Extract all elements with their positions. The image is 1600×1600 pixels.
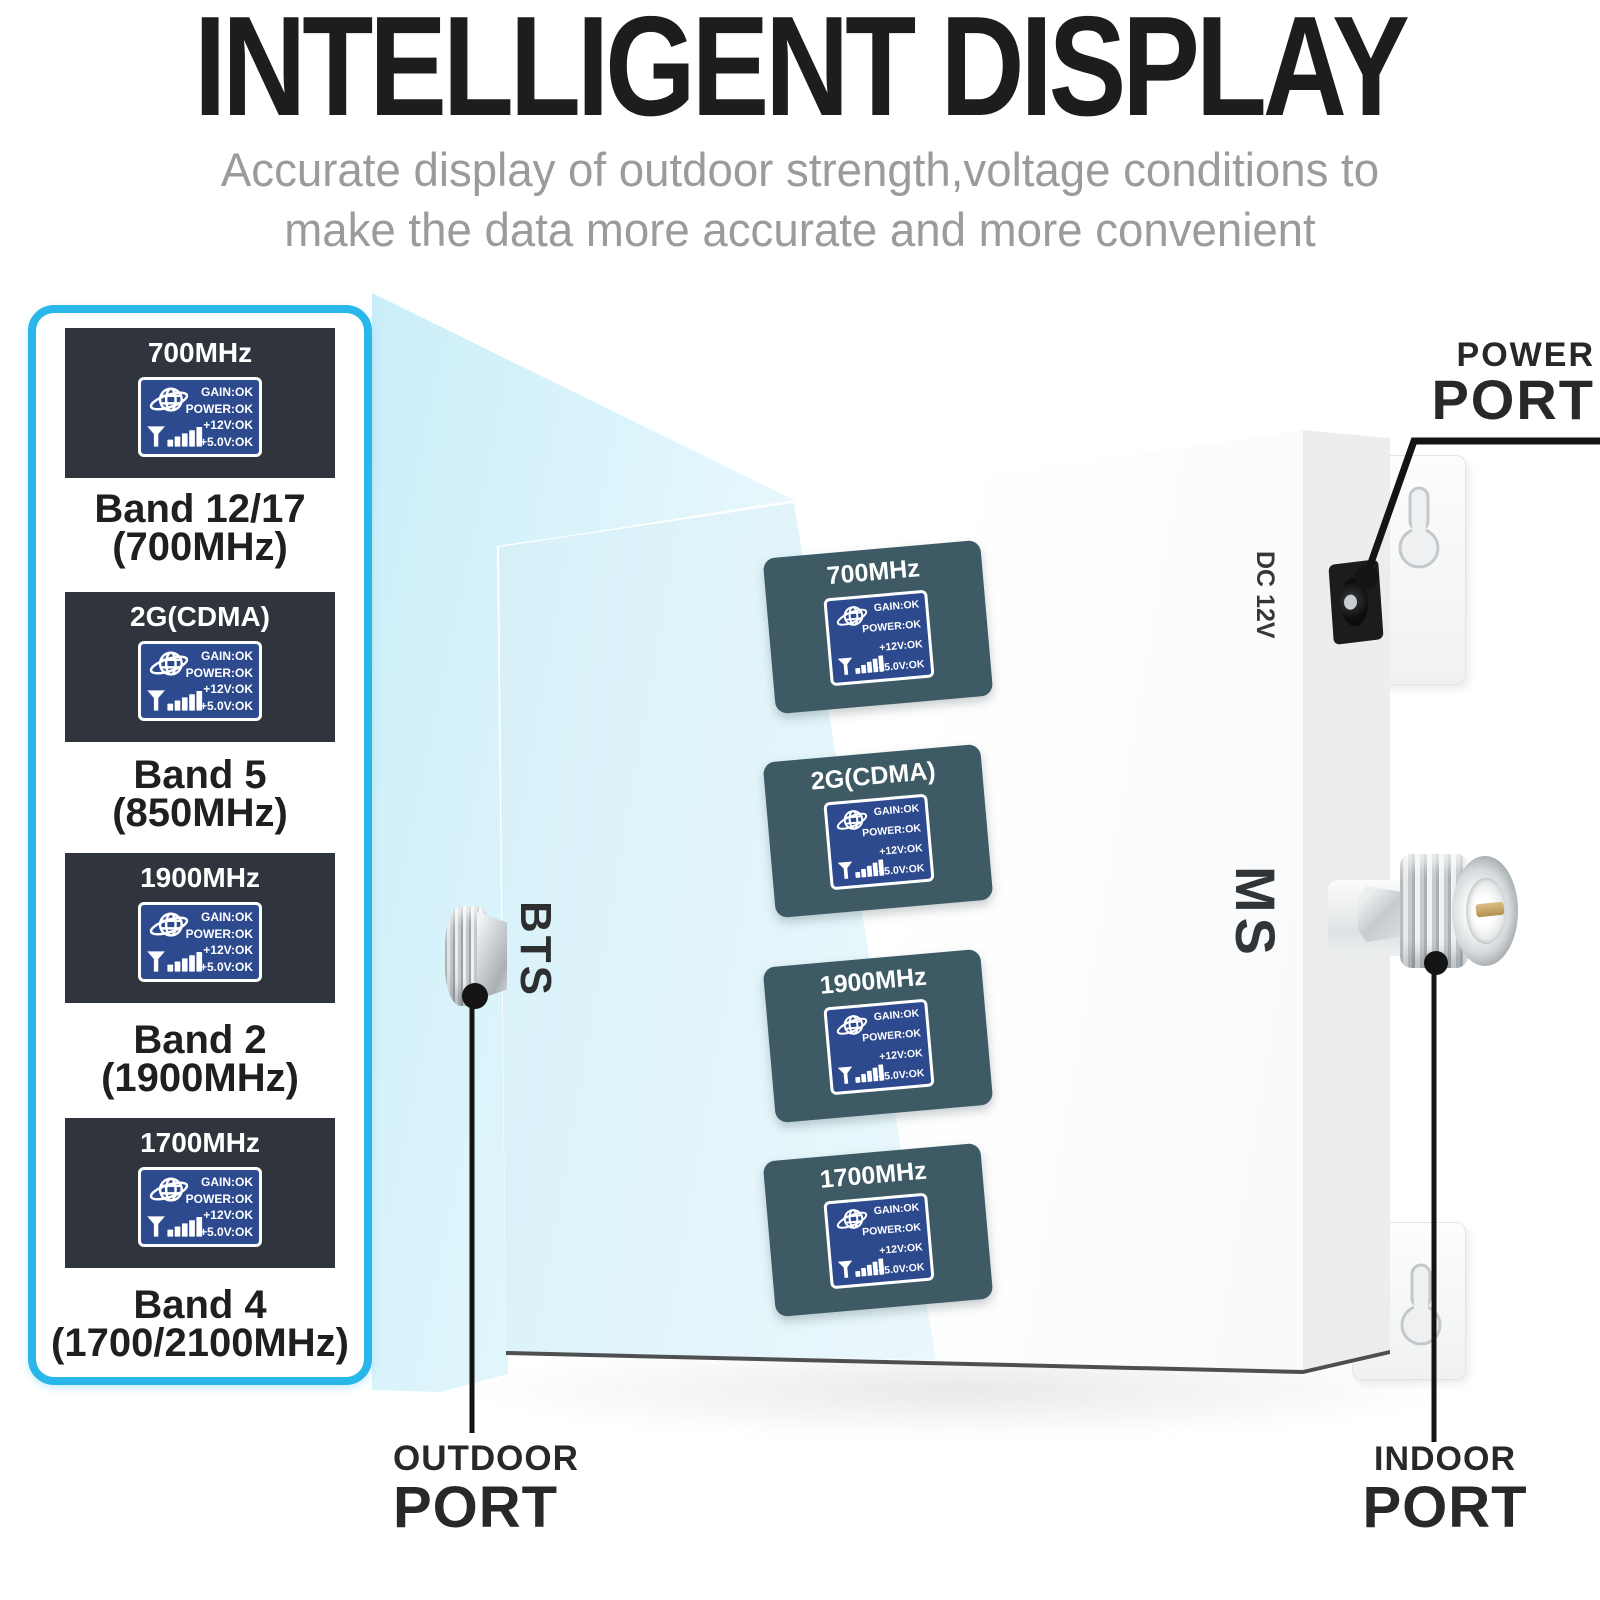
- lcd-status-power: POWER:OK: [861, 822, 922, 840]
- lcd-status-5v: +5.0V:OK: [199, 1224, 253, 1239]
- lcd-status-5v: +5.0V:OK: [199, 959, 253, 974]
- band-label-5: Band 5 (850MHz): [112, 753, 288, 835]
- sidebar-display-1700mhz: 1700MHz GAIN:OK POWER:OK +12V:OK +5.0V:O…: [65, 1118, 335, 1268]
- device-display-1700mhz: 1700MHz GAIN:OK POWER:OK +12V:OK +5.0V:O…: [762, 1142, 994, 1318]
- lcd-status-gain: GAIN:OK: [201, 385, 253, 399]
- sidebar-display-1900mhz: 1900MHz GAIN:OK POWER:OK +12V:OK +5.0V:O…: [65, 853, 335, 1003]
- band-label-4: Band 4 (1700/2100MHz): [51, 1283, 349, 1365]
- device-display-2g-cdma: 2G(CDMA) GAIN:OK POWER:OK +12V:OK +5.0V:…: [762, 743, 994, 919]
- dc-power-jack: [1328, 559, 1384, 645]
- display-freq-label: 2G(CDMA): [809, 756, 937, 796]
- lcd-screen: GAIN:OK POWER:OK +12V:OK +5.0V:OK: [138, 641, 262, 721]
- lcd-status-12v: +12V:OK: [878, 842, 924, 858]
- lcd-screen: GAIN:OK POWER:OK +12V:OK +5.0V:OK: [823, 589, 935, 687]
- lcd-status-gain: GAIN:OK: [873, 802, 920, 819]
- lcd-screen: GAIN:OK POWER:OK +12V:OK +5.0V:OK: [823, 1192, 935, 1290]
- display-freq-label: 1900MHz: [140, 862, 260, 893]
- lcd-status-power: POWER:OK: [861, 1221, 922, 1239]
- lcd-status-12v: +12V:OK: [878, 638, 924, 654]
- lcd-status-gain: GAIN:OK: [873, 1007, 920, 1024]
- mounting-bracket-bottom: [1352, 1222, 1466, 1380]
- lcd-status-power: POWER:OK: [185, 665, 253, 680]
- lcd-status-12v: +12V:OK: [878, 1241, 924, 1257]
- connector-nut: [1358, 886, 1400, 942]
- sidebar-display-2g-cdma: 2G(CDMA) GAIN:OK POWER:OK +12V:OK +5.0V:…: [65, 592, 335, 742]
- ms-port-label: MS: [1224, 866, 1287, 960]
- lcd-screen: GAIN:OK POWER:OK +12V:OK +5.0V:OK: [138, 902, 262, 982]
- lcd-status-5v: +5.0V:OK: [877, 1067, 925, 1084]
- lcd-status-gain: GAIN:OK: [201, 910, 253, 924]
- bts-outdoor-port-connector: [443, 906, 507, 1006]
- lcd-status-12v: +12V:OK: [203, 1208, 253, 1223]
- device-display-700mhz: 700MHz GAIN:OK POWER:OK +12V:OK +5.0V:OK: [762, 539, 994, 715]
- band-label-12-17: Band 12/17 (700MHz): [94, 487, 306, 569]
- lcd-status-5v: +5.0V:OK: [877, 862, 925, 879]
- indoor-port-label: INDOOR PORT: [1362, 1440, 1528, 1540]
- ms-indoor-port-connector: [1328, 850, 1520, 972]
- lcd-status-gain: GAIN:OK: [201, 1175, 253, 1189]
- keyhole-mount-slot-icon: [1399, 1263, 1443, 1347]
- lcd-status-5v: +5.0V:OK: [877, 658, 925, 675]
- lcd-screen: GAIN:OK POWER:OK +12V:OK +5.0V:OK: [823, 793, 935, 891]
- display-freq-label: 2G(CDMA): [130, 601, 270, 632]
- display-freq-label: 700MHz: [825, 554, 921, 591]
- lcd-status-power: POWER:OK: [185, 401, 253, 416]
- bts-port-label: BTS: [511, 901, 560, 998]
- lcd-status-12v: +12V:OK: [878, 1047, 924, 1063]
- dc-12v-label: DC 12V: [1251, 551, 1279, 639]
- display-freq-label: 700MHz: [147, 337, 253, 368]
- device-display-1900mhz: 1900MHz GAIN:OK POWER:OK +12V:OK +5.0V:O…: [762, 948, 994, 1124]
- lcd-status-gain: GAIN:OK: [873, 1201, 920, 1218]
- globe-icon: [147, 1175, 191, 1207]
- outdoor-port-label: OUTDOOR PORT: [393, 1439, 579, 1540]
- lcd-status-12v: +12V:OK: [203, 943, 253, 958]
- lcd-status-power: POWER:OK: [185, 926, 253, 941]
- sidebar-display-700mhz: 700MHz GAIN:OK POWER:OK +12V:OK +5.0V:OK: [65, 328, 335, 478]
- floor-shadow: [460, 1340, 1460, 1440]
- lcd-status-5v: +5.0V:OK: [199, 434, 253, 449]
- lcd-status-gain: GAIN:OK: [201, 649, 253, 663]
- band-label-2: Band 2 (1900MHz): [101, 1018, 299, 1100]
- page-subtitle: Accurate display of outdoor strength,vol…: [220, 143, 1380, 256]
- display-freq-label: 1700MHz: [140, 1127, 260, 1158]
- lcd-status-power: POWER:OK: [861, 618, 922, 636]
- lcd-screen: GAIN:OK POWER:OK +12V:OK +5.0V:OK: [823, 998, 935, 1096]
- lcd-status-5v: +5.0V:OK: [199, 698, 253, 713]
- lcd-status-12v: +12V:OK: [203, 418, 253, 433]
- lcd-screen: GAIN:OK POWER:OK +12V:OK +5.0V:OK: [138, 377, 262, 457]
- connector-face: [477, 912, 507, 1000]
- globe-icon: [147, 649, 191, 681]
- globe-icon: [147, 910, 191, 942]
- keyhole-mount-slot-icon: [1397, 486, 1441, 570]
- lcd-status-5v: +5.0V:OK: [877, 1261, 925, 1278]
- page-title: INTELLIGENT DISPLAY: [194, 0, 1410, 146]
- lcd-status-12v: +12V:OK: [203, 682, 253, 697]
- display-freq-label: 1700MHz: [818, 1156, 928, 1194]
- lcd-screen: GAIN:OK POWER:OK +12V:OK +5.0V:OK: [138, 1167, 262, 1247]
- display-freq-label: 1900MHz: [818, 962, 928, 1000]
- lcd-status-gain: GAIN:OK: [873, 598, 920, 615]
- lcd-status-power: POWER:OK: [861, 1027, 922, 1045]
- power-port-label: POWER PORT: [1431, 336, 1595, 431]
- globe-icon: [147, 385, 191, 417]
- lcd-status-power: POWER:OK: [185, 1191, 253, 1206]
